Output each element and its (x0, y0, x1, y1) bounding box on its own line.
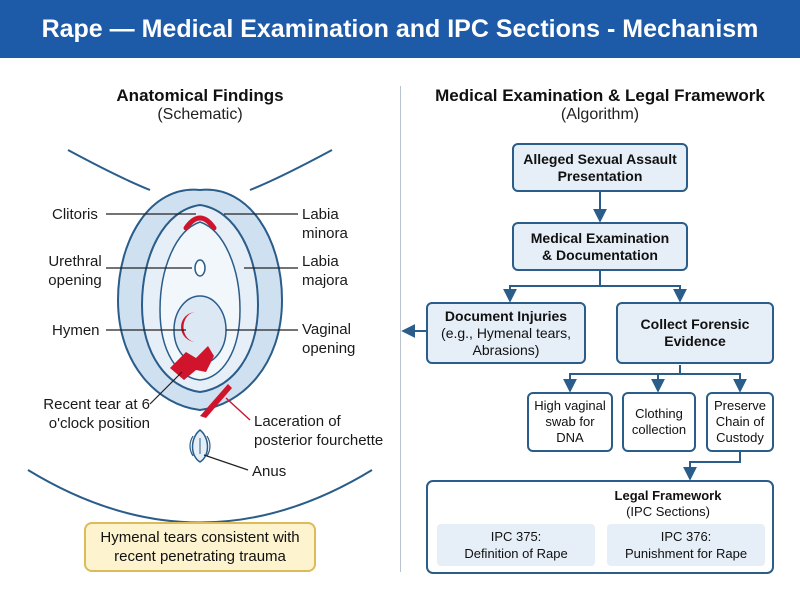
page-title: Rape — Medical Examination and IPC Secti… (0, 0, 800, 58)
urethral-opening-mark (194, 259, 206, 277)
leader-laceration (225, 397, 251, 421)
label-vaginal-opening: Vaginal opening (302, 321, 356, 357)
column-divider (400, 86, 401, 572)
leader-anus (203, 454, 249, 471)
hymen-crescent (181, 312, 196, 342)
label-anus: Anus (252, 463, 287, 480)
node-clothing: Clothing collection (622, 392, 696, 452)
connector-custody-legal (683, 452, 741, 481)
right-column-subtitle: (Algorithm) (560, 106, 640, 123)
connector-forensic-split (563, 365, 681, 393)
connector-forensic-custody (680, 373, 747, 393)
node-vaginal-swab: High vaginal swab for DNA (527, 392, 613, 452)
label-laceration: Laceration of posterior fourchette (254, 413, 384, 449)
label-recent-tear: Recent tear at 6 o'clock position (43, 396, 150, 432)
label-clitoris: Clitoris (52, 206, 98, 223)
node-forensic-evidence: Collect Forensic Evidence (616, 302, 774, 364)
right-column-title: Medical Examination & Legal Framework (435, 86, 765, 105)
connector-exam-split (503, 271, 601, 303)
ipc-375-box: IPC 375: Definition of Rape (437, 524, 595, 566)
node-legal-framework: Legal Framework (IPC Sections) IPC 375: … (426, 480, 774, 574)
label-labia-majora: Labia majora (302, 253, 348, 289)
clitoris-mark (183, 215, 217, 231)
clinical-note: Hymenal tears consistent with recent pen… (84, 522, 316, 572)
buttock-outline (27, 469, 373, 524)
anus-mark (189, 429, 211, 463)
label-labia-minora: Labia minora (302, 206, 348, 242)
label-hymen: Hymen (52, 322, 100, 339)
recent-tear-mark (170, 346, 214, 380)
node-presentation: Alleged Sexual Assault Presentation (512, 143, 688, 192)
leader-recent-tear (149, 371, 183, 405)
fourchette-laceration-mark (200, 384, 232, 418)
thigh-outline-left (67, 149, 151, 191)
left-column-title: Anatomical Findings (116, 86, 284, 105)
node-chain-of-custody: Preserve Chain of Custody (706, 392, 774, 452)
node-document-injuries: Document Injuries (e.g., Hymenal tears, … (426, 302, 586, 364)
label-urethral-opening: Urethral opening (48, 253, 102, 289)
thigh-outline-right (249, 149, 333, 191)
left-column-subtitle: (Schematic) (157, 106, 243, 123)
ipc-376-box: IPC 376: Punishment for Rape (607, 524, 765, 566)
node-medical-exam: Medical Examination & Documentation (512, 222, 688, 271)
connector-exam-forensic (600, 285, 687, 303)
